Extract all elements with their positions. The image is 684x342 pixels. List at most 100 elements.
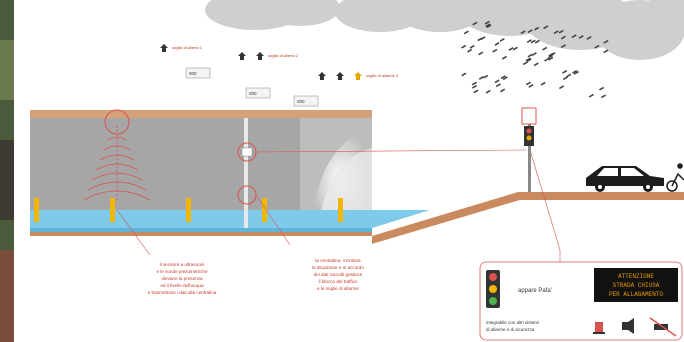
rain-drop xyxy=(525,57,531,62)
rain-drop xyxy=(531,52,537,56)
rain-drop xyxy=(486,24,492,29)
vms-line-1: ATTENZIONE xyxy=(618,273,654,280)
rain-drop xyxy=(543,25,549,30)
sensor-box-2: 000 xyxy=(249,91,257,96)
rain-drop xyxy=(478,51,484,56)
rain-drop xyxy=(527,29,533,34)
rain-drops xyxy=(461,20,609,99)
rain-drop xyxy=(528,84,534,88)
alert-level-2: soglia di allerta 2 xyxy=(268,53,299,58)
rain-drop xyxy=(562,76,569,81)
legend-panel: appare Pafa' ATTENZIONE STRADA CHIUSA PE… xyxy=(479,261,683,341)
rain-drop xyxy=(572,69,578,74)
rain-drop xyxy=(525,81,531,86)
photo-strip xyxy=(0,0,14,342)
rain-drop xyxy=(494,79,500,84)
rain-drop xyxy=(472,21,478,26)
rain-drop xyxy=(566,73,572,78)
rain-drop xyxy=(499,38,505,42)
rain-drop xyxy=(560,35,566,40)
sensor-box-1: 000 xyxy=(189,71,197,76)
annotation-right: la centralina, monitora la situazione e … xyxy=(312,258,364,291)
rain-drop xyxy=(550,52,556,56)
rain-drop xyxy=(544,57,550,62)
rain-drop xyxy=(512,46,518,51)
rain-drop xyxy=(520,30,526,35)
rain-drop xyxy=(586,36,592,40)
rain-drop xyxy=(495,83,501,88)
annotation-right-line-2: la situazione e in accordo xyxy=(312,265,364,270)
cyclist xyxy=(666,163,684,192)
rain-drop xyxy=(603,49,609,54)
annotation-left-line-2: e le sonde piezometriche xyxy=(156,269,208,274)
annotation-left-line-5: e trasmettono i dati alla centralina xyxy=(148,290,217,295)
piezometric-posts xyxy=(34,198,343,222)
sensor-box-3: 000 xyxy=(297,99,305,104)
annotation-right-line-3: dei dati raccolti gestisce xyxy=(314,272,363,277)
rain-drop xyxy=(494,41,500,46)
rain-drop xyxy=(526,39,532,43)
rain-drop xyxy=(502,76,508,81)
rain-drop xyxy=(547,54,554,59)
rain-drop xyxy=(594,44,600,49)
rain-drop xyxy=(553,30,559,35)
car xyxy=(586,166,664,192)
rain-drop xyxy=(527,53,533,58)
rain-drop xyxy=(548,56,554,61)
siren-icon xyxy=(593,322,605,334)
rain-drop xyxy=(558,29,564,34)
rain-drop xyxy=(501,55,508,60)
legend-footer-2: di allarme e di sicurezza xyxy=(486,327,535,332)
rain-drop xyxy=(500,75,506,80)
appare-label: appare Pafa' xyxy=(518,288,552,294)
flood-water xyxy=(30,210,430,232)
annotation-left: il sensore a ultrasuoni e le sonde piezo… xyxy=(148,262,217,295)
speaker-icon xyxy=(622,318,634,334)
rain-drop xyxy=(540,81,546,86)
rain-drop xyxy=(522,61,529,66)
annotation-right-line-5: e le soglie di allarme xyxy=(317,286,359,291)
vms-line-3: PER ALLAGAMENTO xyxy=(609,291,663,298)
rain-drop xyxy=(571,34,577,39)
traffic-light-yellow-icon xyxy=(489,285,497,293)
storm-clouds xyxy=(205,0,684,60)
alert-figures xyxy=(160,44,362,80)
rain-drop xyxy=(534,39,540,44)
rain-drop xyxy=(560,44,566,49)
rain-drop xyxy=(492,48,498,53)
rain-drop xyxy=(603,39,609,44)
rain-drop xyxy=(542,46,548,51)
rain-drop xyxy=(461,72,467,77)
rain-drop xyxy=(484,20,490,25)
vms-line-2: STRADA CHIUSA xyxy=(613,282,660,289)
rain-drop xyxy=(508,47,514,51)
alert-level-1: soglia di allerta 1 xyxy=(172,45,203,50)
rain-drop xyxy=(485,89,491,94)
traffic-light-red-icon xyxy=(489,273,497,281)
rain-drop xyxy=(559,85,565,90)
traffic-light-green-icon xyxy=(489,297,497,305)
rain-drop xyxy=(463,30,469,35)
annotation-left-line-4: ed il livello dell'acqua xyxy=(160,283,203,288)
rain-drop xyxy=(483,74,489,79)
rain-drop xyxy=(471,84,478,89)
rain-drop xyxy=(467,48,473,53)
rain-drop xyxy=(600,94,607,99)
rain-drop xyxy=(469,44,475,49)
annotation-left-line-1: il sensore a ultrasuoni xyxy=(160,262,205,267)
rain-drop xyxy=(478,75,484,80)
ultrasonic-waves xyxy=(83,109,151,201)
rain-drop xyxy=(473,89,479,94)
no-car-icon xyxy=(649,317,677,337)
rain-drop xyxy=(599,86,605,91)
sensor-box-group: 000 000 000 xyxy=(185,67,319,107)
rain-drop xyxy=(573,70,579,75)
rain-drop xyxy=(533,62,539,67)
rain-drop xyxy=(534,26,540,31)
alert-level-3: soglia di allarme 3 xyxy=(366,73,399,78)
rain-drop xyxy=(461,44,467,49)
rain-drop xyxy=(485,23,491,28)
rain-drop xyxy=(471,81,477,86)
rain-drop xyxy=(480,36,486,41)
